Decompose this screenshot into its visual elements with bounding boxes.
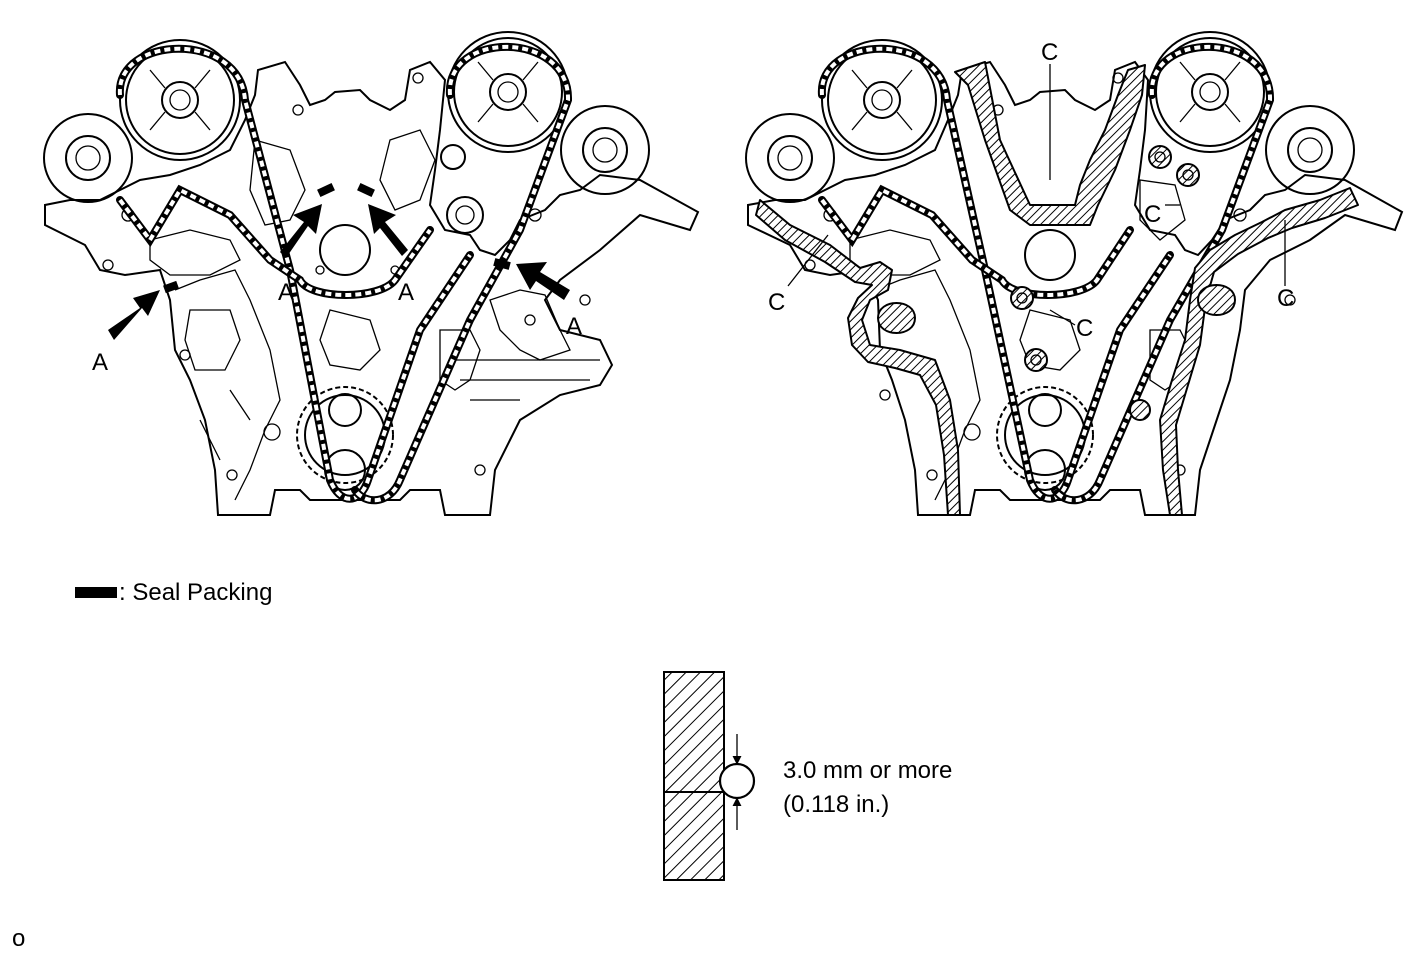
- illustration-code: o: [12, 925, 25, 952]
- bead-cross-section: 3.0 mm or more (0.118 in.): [663, 671, 952, 881]
- timing-chains: [115, 42, 573, 505]
- lower-part-section: [663, 791, 725, 881]
- legend-text: : Seal Packing: [119, 579, 272, 606]
- left-engine-view: A A A A: [43, 31, 700, 516]
- label-c-2: C: [768, 289, 785, 316]
- seal-packing-marks: [163, 182, 511, 294]
- dimension-metric: 3.0 mm or more: [783, 757, 952, 784]
- label-c-1: C: [1041, 39, 1058, 66]
- bolt-holes: [102, 72, 591, 481]
- label-a-1: A: [92, 349, 108, 376]
- seal-bead-circle: [718, 762, 756, 800]
- cam-gears: [43, 31, 650, 234]
- label-a-3: A: [398, 279, 414, 306]
- right-engine-view: C C C C C: [745, 31, 1404, 516]
- bolt-holes-right: [804, 72, 1296, 481]
- legend: : Seal Packing: [75, 579, 272, 606]
- label-c-4: C: [1076, 315, 1093, 342]
- seal-packing-swatch: [75, 587, 117, 598]
- label-c-3: C: [1144, 201, 1161, 228]
- seal-arrows: [108, 204, 570, 340]
- seal-beads-c: [755, 61, 1359, 516]
- label-c-5: C: [1277, 285, 1294, 312]
- leader-lines-c: [787, 64, 1286, 326]
- upper-part-section: [663, 671, 725, 793]
- label-a-4: A: [566, 313, 582, 340]
- crank-sprocket-right: [963, 229, 1094, 491]
- label-a-2: A: [278, 279, 294, 306]
- dimension-imperial: (0.118 in.): [783, 791, 889, 818]
